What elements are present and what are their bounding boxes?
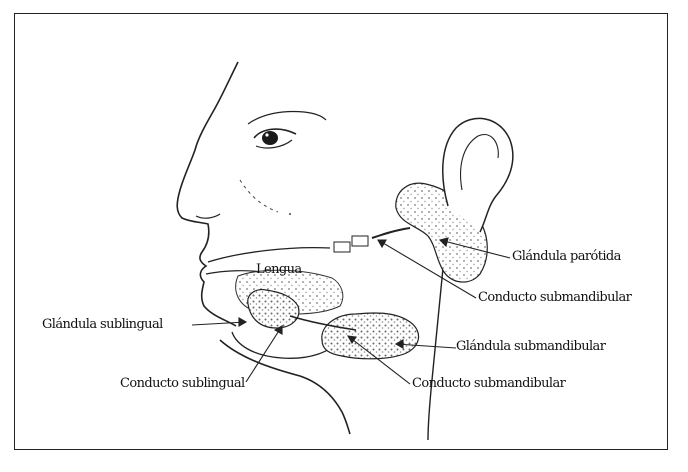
label-glandula-parotida: Glándula parótida (512, 249, 621, 264)
cheek-contour (240, 180, 278, 212)
label-glandula-submandibular: Glándula submandibular (456, 339, 605, 354)
nostril (196, 214, 220, 218)
face-profile-outline (177, 62, 238, 326)
label-glandula-sublingual: Glándula sublingual (42, 317, 163, 332)
label-lengua: Lengua (256, 262, 302, 277)
label-conducto-sublingual: Conducto sublingual (120, 376, 245, 391)
submandibular-gland (322, 313, 419, 359)
eye-highlight (265, 133, 268, 136)
upper-molar (334, 242, 350, 252)
palate-line (208, 248, 330, 262)
label-conducto-submandibular-lower: Conducto submandibular (412, 376, 565, 391)
label-conducto-submandibular-upper: Conducto submandibular (478, 290, 631, 305)
eye-iris (262, 131, 278, 145)
parotid-duct (372, 228, 410, 238)
skin-mark (289, 213, 291, 215)
neck-back-outline (428, 258, 444, 440)
lower-molar (352, 236, 368, 246)
eyebrow (248, 112, 326, 125)
